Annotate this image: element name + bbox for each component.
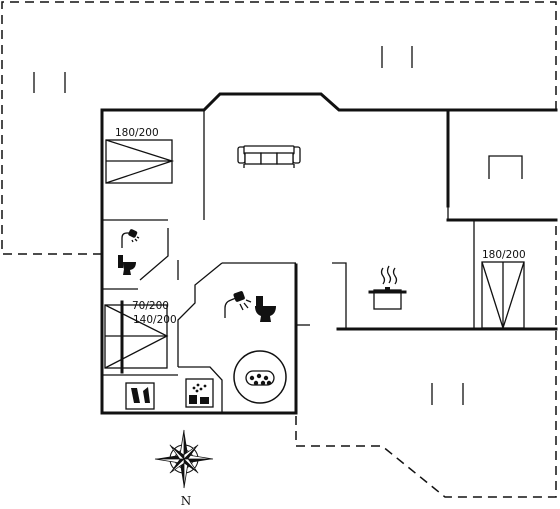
terrace-outlines [1,1,557,498]
bed-right [481,261,525,331]
bed-label-top-left: 180/200 [115,127,159,139]
fireplace-icon [488,155,523,179]
sofa-icon [237,145,301,168]
washing-machine-icon [125,382,155,410]
bed-label-left-single: 70/200 [132,300,169,312]
sauna-icon [185,378,214,408]
toilet-icon [118,255,136,275]
exterior-walls [100,92,558,415]
terrace-markers [33,46,464,405]
compass-north-label: N [181,494,192,508]
bed-left-bunk [104,300,169,374]
cooking-pot-icon [368,265,407,310]
shower-icon [121,229,140,248]
bed-label-right: 180/200 [482,249,526,261]
shower-icon [224,291,252,318]
bed-top-left [105,139,175,184]
whirlpool-icon [233,350,287,404]
compass-rose-icon [154,429,214,489]
toilet-icon [255,296,276,322]
interior-walls [102,110,475,413]
bed-label-left-double: 140/200 [133,314,177,326]
